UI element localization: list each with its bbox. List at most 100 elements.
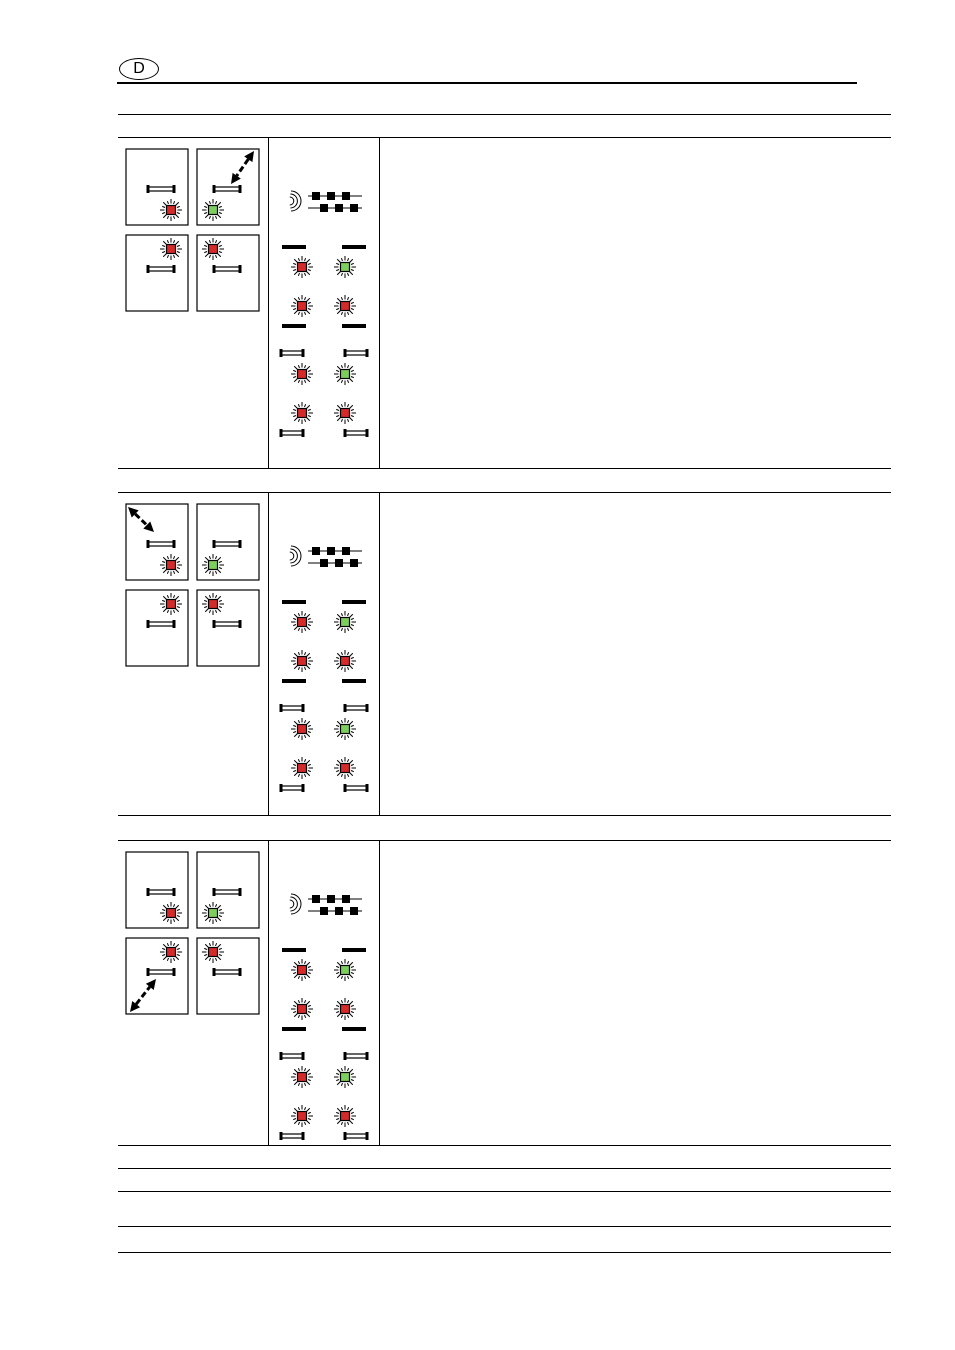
section-1 <box>118 137 891 468</box>
section-1-diagram <box>125 148 369 437</box>
sensor-bar-icon <box>342 245 366 249</box>
rule <box>118 1168 891 1169</box>
sensor-bracket-icon <box>343 1132 369 1140</box>
sensor-bracket-icon <box>146 888 176 896</box>
sensor-bar-icon <box>282 600 306 604</box>
quadrant-bottom-right <box>196 937 260 1015</box>
sensor-bar-icon <box>342 679 366 683</box>
section-2 <box>118 492 891 815</box>
rule <box>118 1145 891 1146</box>
quadrant-bottom-left <box>125 589 189 667</box>
sensor-bracket-icon <box>279 1132 305 1140</box>
sensor-bracket-icon <box>212 888 242 896</box>
rule <box>118 1191 891 1192</box>
sensor-bracket-icon <box>343 349 369 357</box>
sensor-bar-icon <box>282 679 306 683</box>
sensor-bracket-icon <box>146 968 176 976</box>
red-led-icon <box>202 238 224 260</box>
sensor-bar-icon <box>282 324 306 328</box>
sensor-bracket-icon <box>212 265 242 273</box>
red-led-icon <box>291 402 313 424</box>
red-led-icon <box>291 1066 313 1088</box>
sensor-bracket-icon <box>279 704 305 712</box>
sensor-bracket-icon <box>146 265 176 273</box>
red-led-icon <box>291 256 313 278</box>
green-led-icon <box>202 199 224 221</box>
double-arrow-icon <box>231 151 254 184</box>
sensor-bracket-icon <box>212 968 242 976</box>
column-divider <box>379 840 380 1145</box>
sensor-bracket-icon <box>146 185 176 193</box>
sensor-bracket-icon <box>279 1052 305 1060</box>
red-led-icon <box>291 998 313 1020</box>
rule <box>118 492 891 493</box>
green-led-icon <box>334 363 356 385</box>
chain-strip-icon <box>308 547 362 567</box>
rule <box>118 137 891 138</box>
red-led-icon <box>291 363 313 385</box>
red-led-icon <box>334 1105 356 1127</box>
sensor-bar-icon <box>282 1027 306 1031</box>
quadrant-bottom-left <box>125 937 189 1015</box>
red-led-icon <box>334 295 356 317</box>
sensor-bracket-icon <box>212 620 242 628</box>
sensor-bar-icon <box>342 948 366 952</box>
sensor-bracket-icon <box>343 1052 369 1060</box>
sensor-bracket-icon <box>279 784 305 792</box>
signal-waves-icon <box>289 190 302 212</box>
sensor-bracket-icon <box>146 620 176 628</box>
red-led-icon <box>334 402 356 424</box>
column-divider <box>379 137 380 468</box>
quadrant-bottom-left <box>125 234 189 312</box>
red-led-icon <box>202 941 224 963</box>
chain-strip-icon <box>308 895 362 915</box>
sensor-bracket-icon <box>212 540 242 548</box>
sensor-bracket-icon <box>343 429 369 437</box>
rule <box>118 1226 891 1227</box>
sensor-bracket-icon <box>146 540 176 548</box>
sensor-bracket-icon <box>212 185 242 193</box>
red-led-icon <box>291 1105 313 1127</box>
green-led-icon <box>334 256 356 278</box>
red-led-icon <box>334 757 356 779</box>
rule <box>118 114 891 115</box>
red-led-icon <box>160 941 182 963</box>
red-led-icon <box>160 238 182 260</box>
green-led-icon <box>334 611 356 633</box>
column-divider <box>268 137 269 468</box>
red-led-icon <box>291 611 313 633</box>
rule <box>118 468 891 469</box>
rule <box>118 1252 891 1253</box>
sensor-bracket-icon <box>279 349 305 357</box>
red-led-icon <box>291 295 313 317</box>
red-led-icon <box>291 959 313 981</box>
double-arrow-icon <box>128 507 154 532</box>
rule <box>118 840 891 841</box>
red-led-icon <box>291 650 313 672</box>
red-led-icon <box>291 757 313 779</box>
red-led-icon <box>291 718 313 740</box>
section-3-diagram <box>125 851 369 1140</box>
green-led-icon <box>202 902 224 924</box>
sensor-bar-icon <box>342 324 366 328</box>
green-led-icon <box>334 1066 356 1088</box>
column-divider <box>268 492 269 815</box>
header-rule <box>117 82 857 84</box>
red-led-icon <box>160 902 182 924</box>
country-badge: D <box>119 58 159 80</box>
green-led-icon <box>202 554 224 576</box>
quadrant-bottom-right <box>196 234 260 312</box>
sensor-bracket-icon <box>279 429 305 437</box>
section-2-diagram <box>125 503 369 792</box>
red-led-icon <box>160 554 182 576</box>
red-led-icon <box>160 199 182 221</box>
sensor-bar-icon <box>342 600 366 604</box>
column-divider <box>268 840 269 1145</box>
sensor-bar-icon <box>282 245 306 249</box>
red-led-icon <box>160 593 182 615</box>
sensor-bar-icon <box>282 948 306 952</box>
green-led-icon <box>334 959 356 981</box>
signal-waves-icon <box>289 893 302 915</box>
column-divider <box>379 492 380 815</box>
red-led-icon <box>334 998 356 1020</box>
